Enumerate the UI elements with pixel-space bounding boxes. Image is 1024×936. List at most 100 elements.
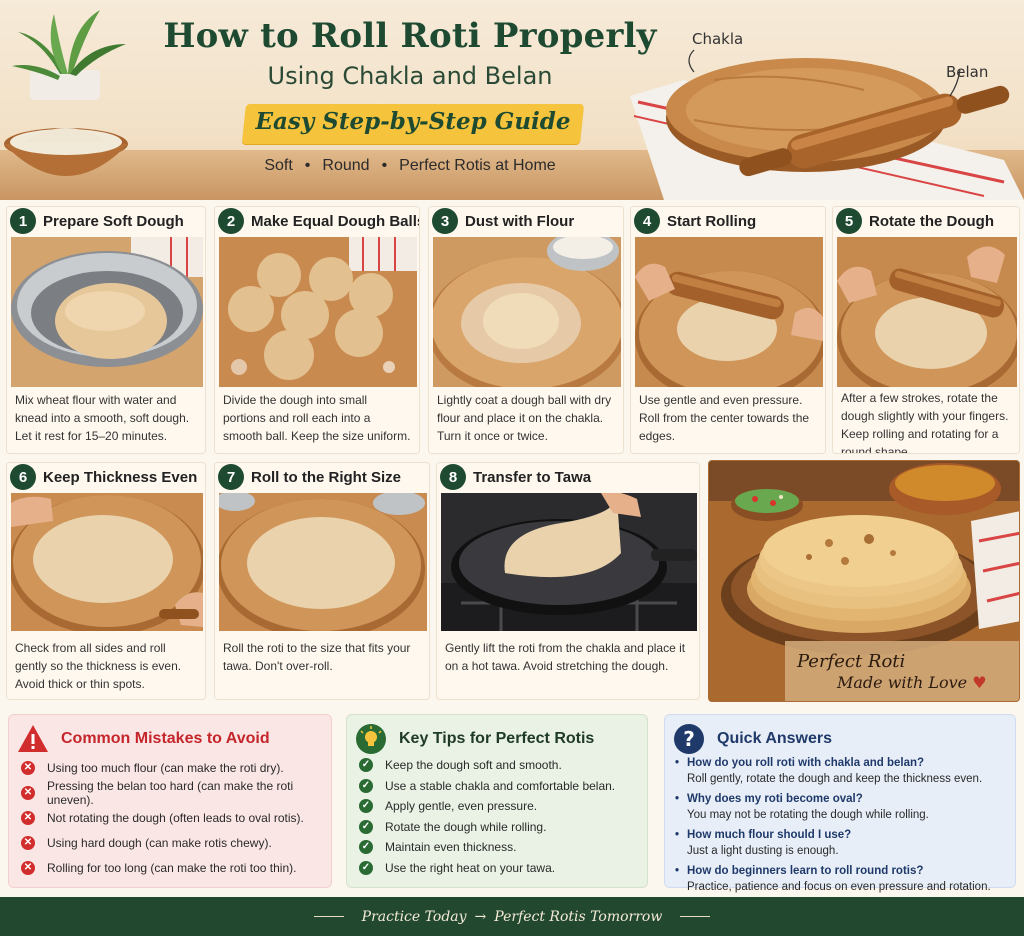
list-item-text: Rolling for too long (can make the roti … — [47, 860, 297, 875]
step-header: 8 Transfer to Tawa — [437, 463, 699, 491]
step-title: Dust with Flour — [465, 212, 575, 230]
bullet-dot: • — [304, 157, 311, 174]
list-item-text: Not rotating the dough (often leads to o… — [47, 810, 304, 825]
list-item: ✓ Maintain even thickness. — [359, 837, 639, 858]
list-item-text: Maintain even thickness. — [385, 840, 517, 855]
check-icon: ✓ — [359, 758, 373, 773]
footer-divider — [313, 916, 344, 917]
step-description: Divide the dough into small portions and… — [223, 393, 411, 443]
answer-text: Practice, patience and focus on even pre… — [687, 881, 991, 893]
question-text: How do you roll roti with chakla and bel… — [675, 757, 1007, 773]
step-number: 6 — [10, 464, 36, 490]
question-text: How much flour should I use? — [675, 829, 1007, 845]
step-number: 5 — [836, 208, 862, 234]
check-icon: ✓ — [359, 799, 373, 814]
guide-title: Easy Step-by-Step Guide — [255, 108, 571, 135]
caption-text: Made with Love — [837, 673, 968, 692]
tagline: Soft • Round • Perfect Rotis at Home — [150, 157, 670, 175]
step-header: 1 Prepare Soft Dough — [7, 207, 205, 235]
tagline-item: Soft — [264, 157, 293, 174]
list-item: ✓Use the right heat on your tawa. — [359, 858, 639, 879]
step-card-1: 1 Prepare Soft Dough Mix wheat flour wit… — [6, 206, 206, 454]
list-item-text: Rotate the dough while rolling. — [385, 819, 547, 834]
step-card-5: 5 Rotate the Dough After a few strokes, … — [832, 206, 1020, 454]
step-number: 8 — [440, 464, 466, 490]
step-description: Use gentle and even pressure. Roll from … — [639, 393, 810, 443]
plant-icon — [12, 10, 126, 100]
tawa-transfer-photo — [441, 493, 697, 631]
step-card-8: 8 Transfer to Tawa Gently lift the roti … — [436, 462, 700, 700]
page-subtitle: Using Chakla and Belan — [267, 62, 553, 90]
step-card-6: 6 Keep Thickness Even Check from all sid… — [6, 462, 206, 700]
list-item-text: Keep the dough soft and smooth. — [385, 758, 562, 773]
step-header: 5 Rotate the Dough — [833, 207, 1019, 235]
mistakes-list: ✕Using too much flour (can make the roti… — [21, 755, 323, 880]
list-item: ✓ Use a stable chakla and comfortable bel… — [359, 776, 639, 797]
box-title: Common Mistakes to Avoid — [61, 730, 270, 747]
list-item-text: Pressing the belan too hard (can make th… — [47, 778, 294, 807]
question-icon: ? — [674, 724, 704, 754]
x-icon: ✕ — [21, 860, 35, 875]
box-title: Key Tips for Perfect Rotis — [399, 730, 595, 747]
even-thickness-photo — [11, 493, 203, 631]
list-item: ✕ Pressing the belan too hard (can make t… — [21, 778, 323, 807]
step-header: 3 Dust with Flour — [429, 207, 623, 235]
list-item-text: Apply gentle, even pressure. — [385, 799, 538, 814]
step-description: Mix wheat flour with water and knead int… — [15, 393, 190, 443]
step-number: 3 — [432, 208, 458, 234]
step-description: Lightly coat a dough ball with dry flour… — [437, 393, 612, 443]
footer-text-left: Practice Today — [361, 908, 467, 925]
list-item: ✕Using too much flour (can make the roti… — [21, 755, 323, 780]
header-banner: How to Roll Roti Properly Using Chakla a… — [0, 0, 1024, 200]
footer-text-right: Perfect Rotis Tomorrow — [494, 908, 663, 925]
x-icon: ✕ — [21, 785, 35, 800]
list-item-text: Use a stable chakla and comfortable bela… — [385, 778, 616, 793]
stacked-rotis-photo — [709, 461, 1019, 701]
check-icon: ✓ — [359, 778, 373, 793]
x-icon: ✕ — [21, 760, 35, 775]
step-title: Start Rolling — [667, 212, 757, 230]
heart-icon: ♥ — [972, 673, 987, 692]
answer-text: Just a light dusting is enough. — [687, 845, 839, 857]
flour-dusting-photo — [433, 237, 621, 387]
step-title: Prepare Soft Dough — [43, 212, 184, 230]
step-title: Keep Thickness Even — [43, 468, 198, 486]
common-mistakes-box: Common Mistakes to Avoid ✕Using too much… — [8, 714, 332, 888]
step-number: 1 — [10, 208, 36, 234]
rolling-start-photo — [635, 237, 823, 387]
step-title: Make Equal Dough Balls — [251, 212, 420, 230]
step-description: Check from all sides and roll gently so … — [15, 641, 182, 691]
step-header: 2 Make Equal Dough Balls — [215, 207, 419, 235]
check-icon: ✓ — [359, 840, 373, 855]
chakla-label: Chakla — [692, 30, 744, 48]
arrow-right-icon: → — [474, 908, 487, 925]
step-number: 4 — [634, 208, 660, 234]
list-item: ✓ Keep the dough soft and smooth. — [359, 755, 639, 776]
answer-text: You may not be rotating the dough while … — [687, 809, 929, 821]
check-icon: ✓ — [359, 819, 373, 834]
list-item: ✕Using hard dough (can make rotis chewy)… — [21, 830, 323, 855]
box-header: Common Mistakes to Avoid — [17, 721, 323, 757]
step-number: 7 — [218, 464, 244, 490]
check-icon: ✓ — [359, 860, 373, 875]
answer-text: Roll gently, rotate the dough and keep t… — [687, 773, 983, 785]
tagline-item: Round — [322, 157, 370, 174]
tagline-item: Perfect Rotis at Home — [399, 157, 556, 174]
list-item: ✓ Rotate the dough while rolling. — [359, 817, 639, 838]
chakla-belan-illustration — [630, 49, 1024, 200]
dough-balls-photo — [219, 237, 417, 387]
footer-bar: Practice Today → Perfect Rotis Tomorrow — [0, 897, 1024, 936]
box-header: Key Tips for Perfect Rotis — [355, 721, 639, 757]
page-title: How to Roll Roti Properly — [163, 16, 657, 56]
step-header: 6 Keep Thickness Even — [7, 463, 205, 491]
step-title: Rotate the Dough — [869, 212, 994, 230]
bullet-dot: • — [381, 157, 388, 174]
belan-label: Belan — [946, 63, 989, 81]
perfect-roti-caption-1: Perfect Roti — [797, 651, 906, 672]
step-number: 2 — [218, 208, 244, 234]
flour-bowl-icon — [4, 128, 128, 176]
step-header: 7 Roll to the Right Size — [215, 463, 429, 491]
step-title: Transfer to Tawa — [473, 468, 592, 486]
list-item: ✕ Rolling for too long (can make the roti… — [21, 855, 323, 880]
step-description: After a few strokes, rotate the dough sl… — [841, 391, 1009, 454]
